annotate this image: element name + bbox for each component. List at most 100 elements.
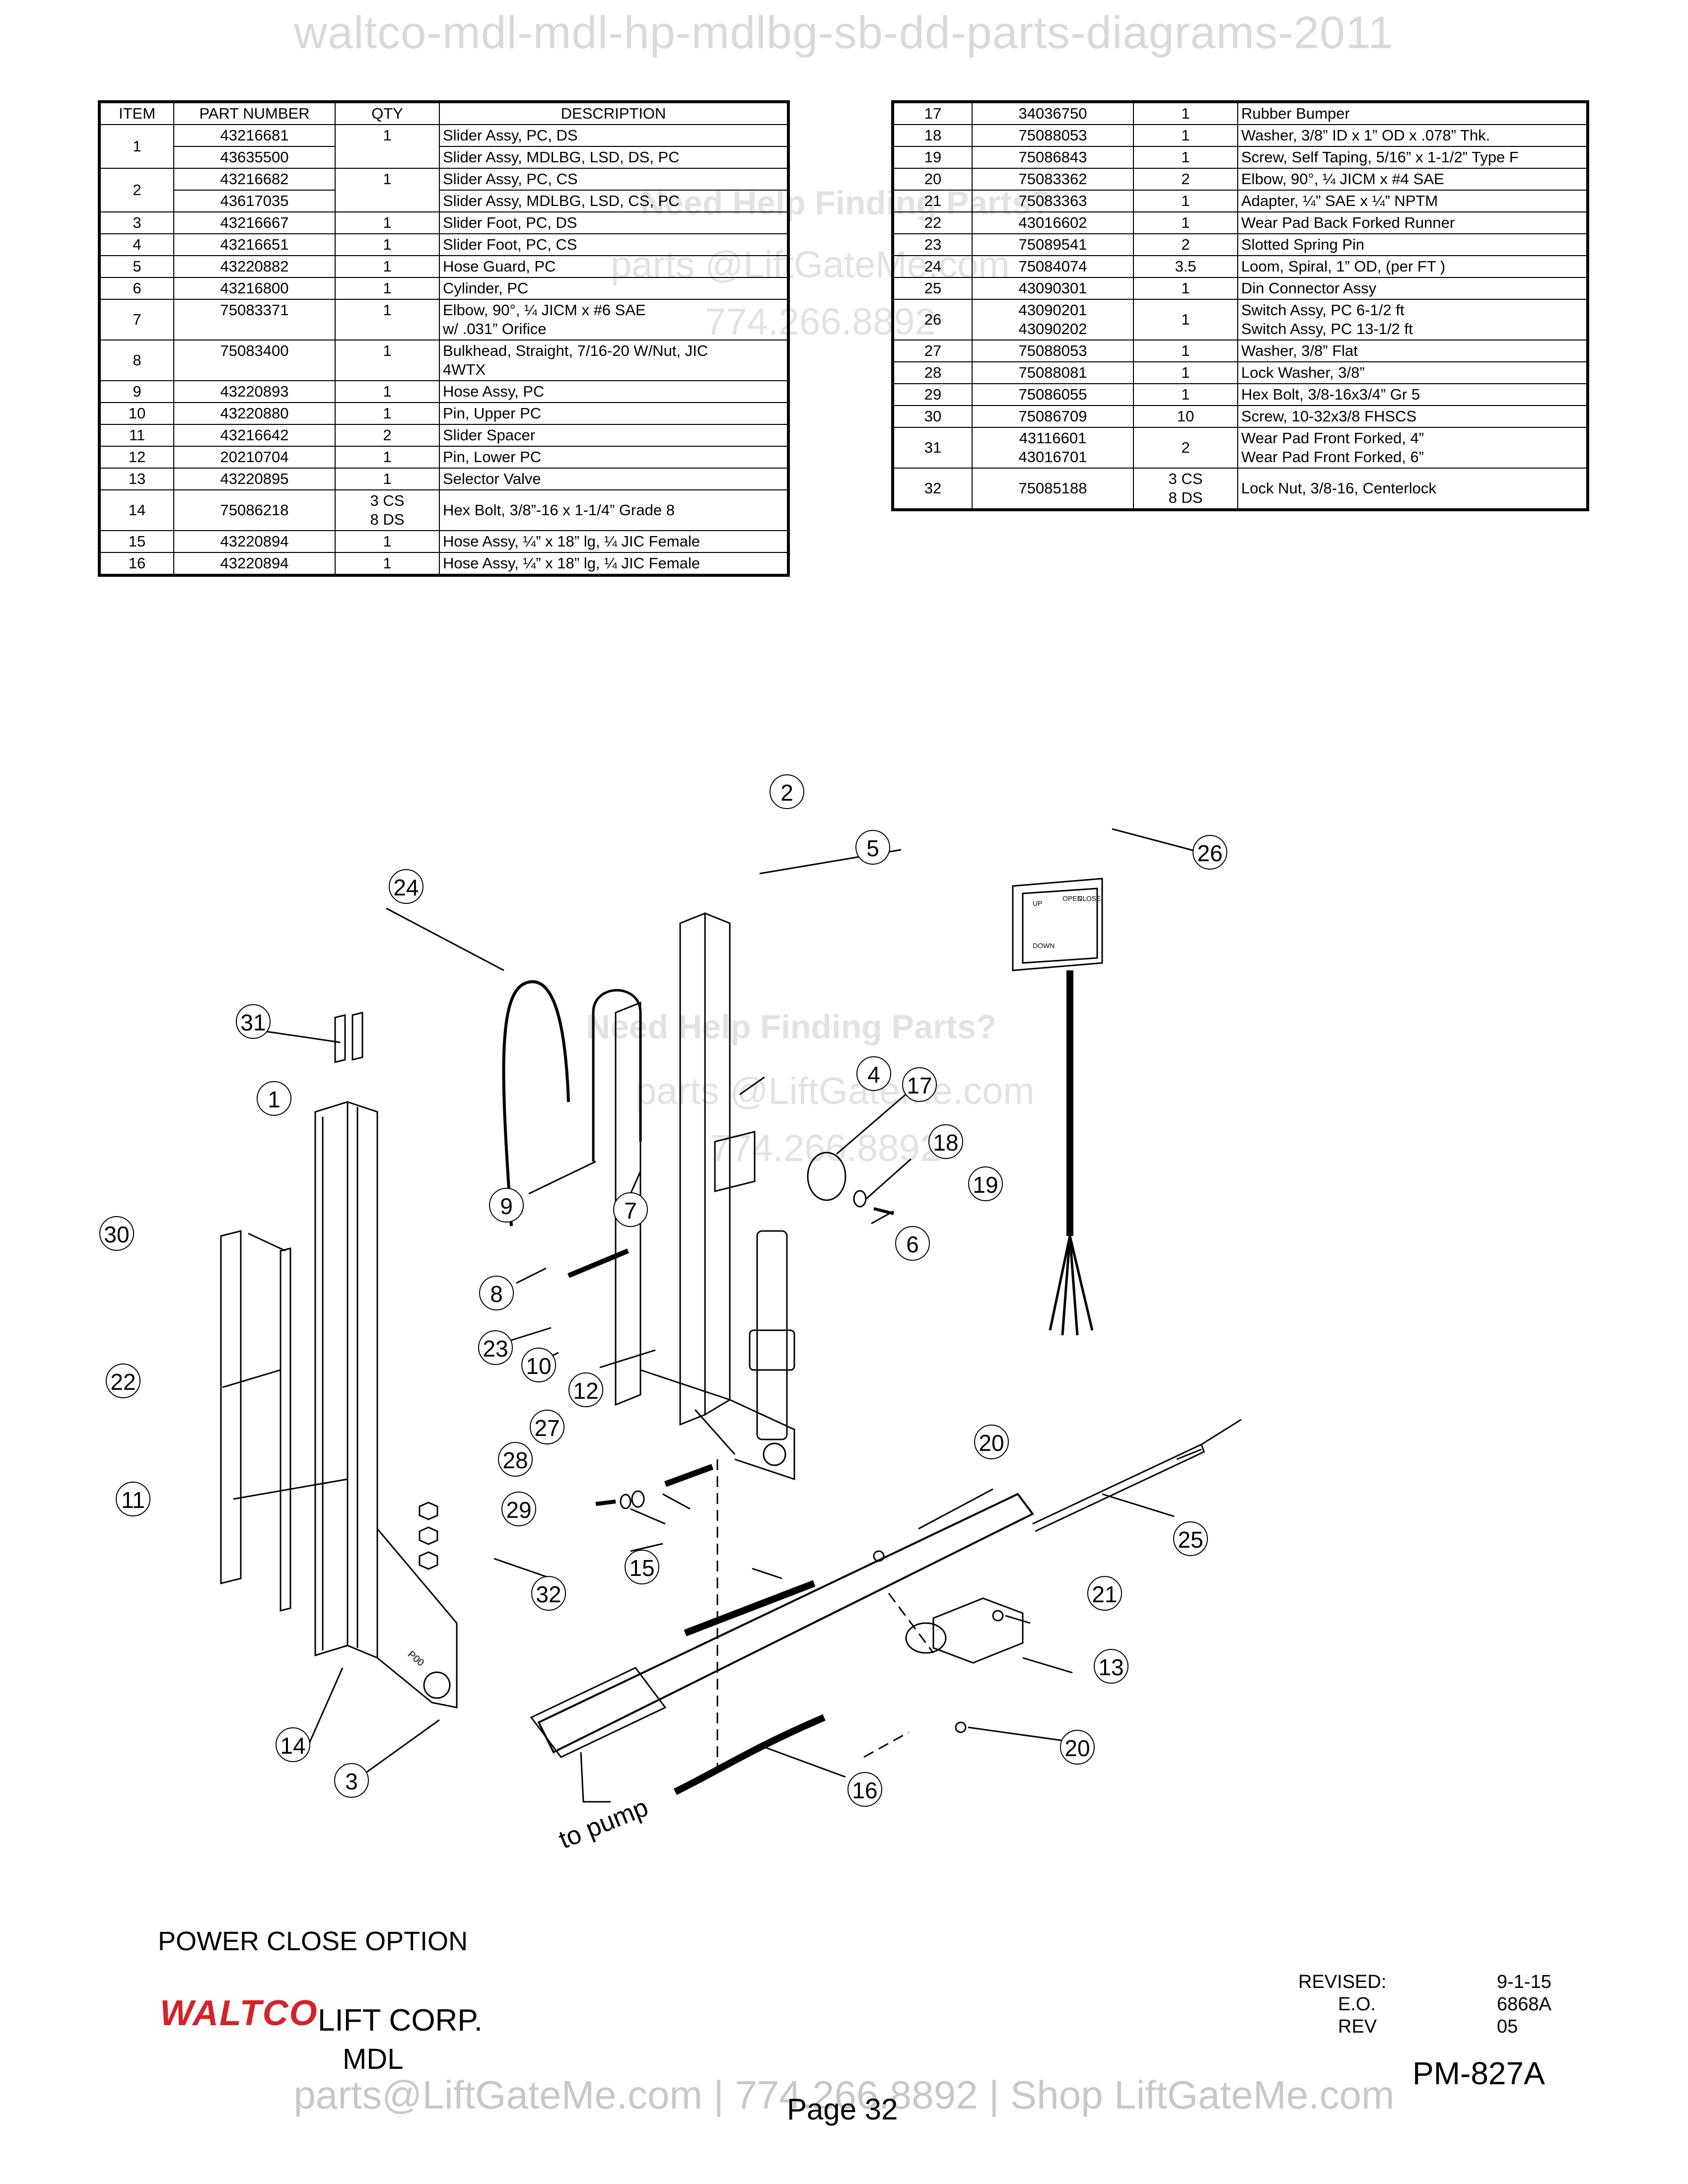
- slider-rail-right-back: [615, 1001, 641, 1406]
- leader-3: [363, 1719, 440, 1775]
- description-cell: Washer, 3/8” ID x 1” OD x .078” Thk.: [1237, 124, 1588, 147]
- description-cell: Slider Assy, PC, CS: [439, 168, 789, 191]
- part-number-cell: 20210704: [173, 446, 336, 469]
- revised-value: 9-1-15: [1497, 1972, 1551, 1992]
- callout-7-bubble: [613, 1192, 648, 1227]
- callout-26: 26: [1197, 840, 1222, 866]
- qty-cell: 1: [335, 233, 440, 256]
- item-cell: 31: [892, 427, 973, 469]
- description-cell: Screw, Self Taping, 5/16” x 1-1/2” Type …: [1237, 146, 1588, 169]
- qty-cell: 1: [1133, 101, 1238, 125]
- leader-22: [222, 1369, 281, 1388]
- description-line-2: Wear Pad Front Forked, 6”: [1241, 448, 1424, 466]
- part-number-cell: 43216682: [173, 168, 336, 191]
- callout-10-bubble: [521, 1348, 556, 1382]
- lower-pin: [664, 1464, 714, 1487]
- elbow-lower: [955, 1721, 967, 1733]
- callout-20b: 20: [1064, 1735, 1090, 1761]
- switch-label-up: UP: [1033, 899, 1042, 907]
- callout-17: 17: [907, 1073, 932, 1098]
- qty-cell: 1: [335, 380, 440, 403]
- item-cell: 11: [99, 424, 174, 447]
- part-number-cell: 43216681: [173, 124, 336, 147]
- part-number-cell: 75086709: [972, 405, 1134, 428]
- callout-6: 6: [906, 1231, 919, 1257]
- description-cell: Slider Spacer: [439, 424, 789, 447]
- part-number-cell: 75083400: [173, 340, 336, 381]
- item-cell: 7: [99, 299, 174, 341]
- leader-26: [1112, 828, 1197, 852]
- part-number-cell: 75084074: [972, 255, 1134, 278]
- description-cell: Slider Foot, PC, DS: [439, 211, 789, 234]
- callout-18: 18: [933, 1130, 958, 1156]
- part-number-cell: 43216651: [173, 233, 336, 256]
- qty-cell: 1: [1133, 146, 1238, 169]
- qty-cell: 10: [1133, 405, 1238, 428]
- callout-26-bubble: [1193, 835, 1227, 870]
- callout-32-bubble: [531, 1576, 566, 1611]
- callout-16: 16: [852, 1777, 877, 1803]
- part-number-cell: 43220880: [173, 402, 336, 425]
- leader-16: [764, 1746, 846, 1778]
- alignment-lines: [716, 1459, 934, 1767]
- part-number-cell: 43635500: [173, 146, 336, 169]
- item-cell: 1: [99, 124, 174, 169]
- callout-8-bubble: [479, 1276, 514, 1310]
- arm-mount: [530, 1667, 667, 1758]
- leader-7: [630, 1171, 641, 1194]
- part-number-cell: 75088053: [972, 340, 1134, 362]
- item-cell: 29: [892, 383, 973, 406]
- leader-8: [516, 1267, 547, 1284]
- description-cell: Hose Assy, ¼” x 18” lg, ¼ JIC Female: [439, 552, 789, 576]
- item-cell: 6: [99, 277, 174, 300]
- part-number-line-1: 43090201: [1018, 301, 1087, 319]
- upper-pin: [567, 1248, 629, 1278]
- qty-cell: 1: [335, 446, 440, 469]
- qty-cell: 1: [1133, 383, 1238, 406]
- callout-4-bubble: [856, 1056, 891, 1091]
- part-number-cell: 43216642: [173, 424, 336, 447]
- description-cell: Hose Guard, PC: [439, 255, 789, 278]
- wear-pad-back: [220, 1230, 242, 1584]
- description-cell: Rubber Bumper: [1237, 101, 1588, 125]
- waltco-logo: WALTCO: [160, 1993, 318, 2033]
- qty-cell: 1: [335, 530, 440, 553]
- slider-rail-left: [314, 1100, 349, 1657]
- part-number-cell: 43220882: [173, 255, 336, 278]
- callout-18-bubble: [928, 1124, 963, 1159]
- leader-17: [836, 1091, 909, 1155]
- description-cell: Wear Pad Back Forked Runner: [1237, 211, 1588, 234]
- header-qty: QTY: [335, 101, 440, 125]
- item-cell: 18: [892, 124, 973, 147]
- slider-foot-left: [376, 1528, 458, 1708]
- qty-cell: 1: [335, 255, 440, 278]
- callout-24: 24: [393, 875, 419, 900]
- revised-label: REVISED:: [1298, 1972, 1387, 1992]
- leader-20b: [968, 1726, 1075, 1743]
- callout-3-bubble: [334, 1763, 369, 1798]
- part-number-line-2: 43016701: [1018, 448, 1087, 466]
- leader-28: [630, 1508, 666, 1525]
- item-cell: 23: [892, 233, 973, 256]
- qty-cell: 1: [1133, 190, 1238, 212]
- model-label: MDL: [343, 2043, 404, 2075]
- callout-31-bubble: [236, 1004, 271, 1039]
- item-cell: 19: [892, 146, 973, 169]
- cylinder: [756, 1230, 788, 1440]
- part-number-cell: 75088081: [972, 361, 1134, 384]
- washer: [853, 1190, 867, 1208]
- watermark-help-2: Need Help Finding Parts?: [586, 1008, 997, 1046]
- qty-cell: 1: [1133, 124, 1238, 147]
- description-line-1: Bulkhead, Straight, 7/16-20 W/Nut, JIC: [443, 342, 708, 359]
- description-line-1: Switch Assy, PC 6-1/2 ft: [1241, 301, 1405, 319]
- part-number-cell: 75085188: [972, 468, 1134, 510]
- description-cell: Hex Bolt, 3/8-16x3/4” Gr 5: [1237, 383, 1588, 406]
- hex-bolt-29: [595, 1500, 616, 1506]
- qty-cell: 2: [1133, 427, 1238, 469]
- arm-bracket: [580, 1752, 611, 1803]
